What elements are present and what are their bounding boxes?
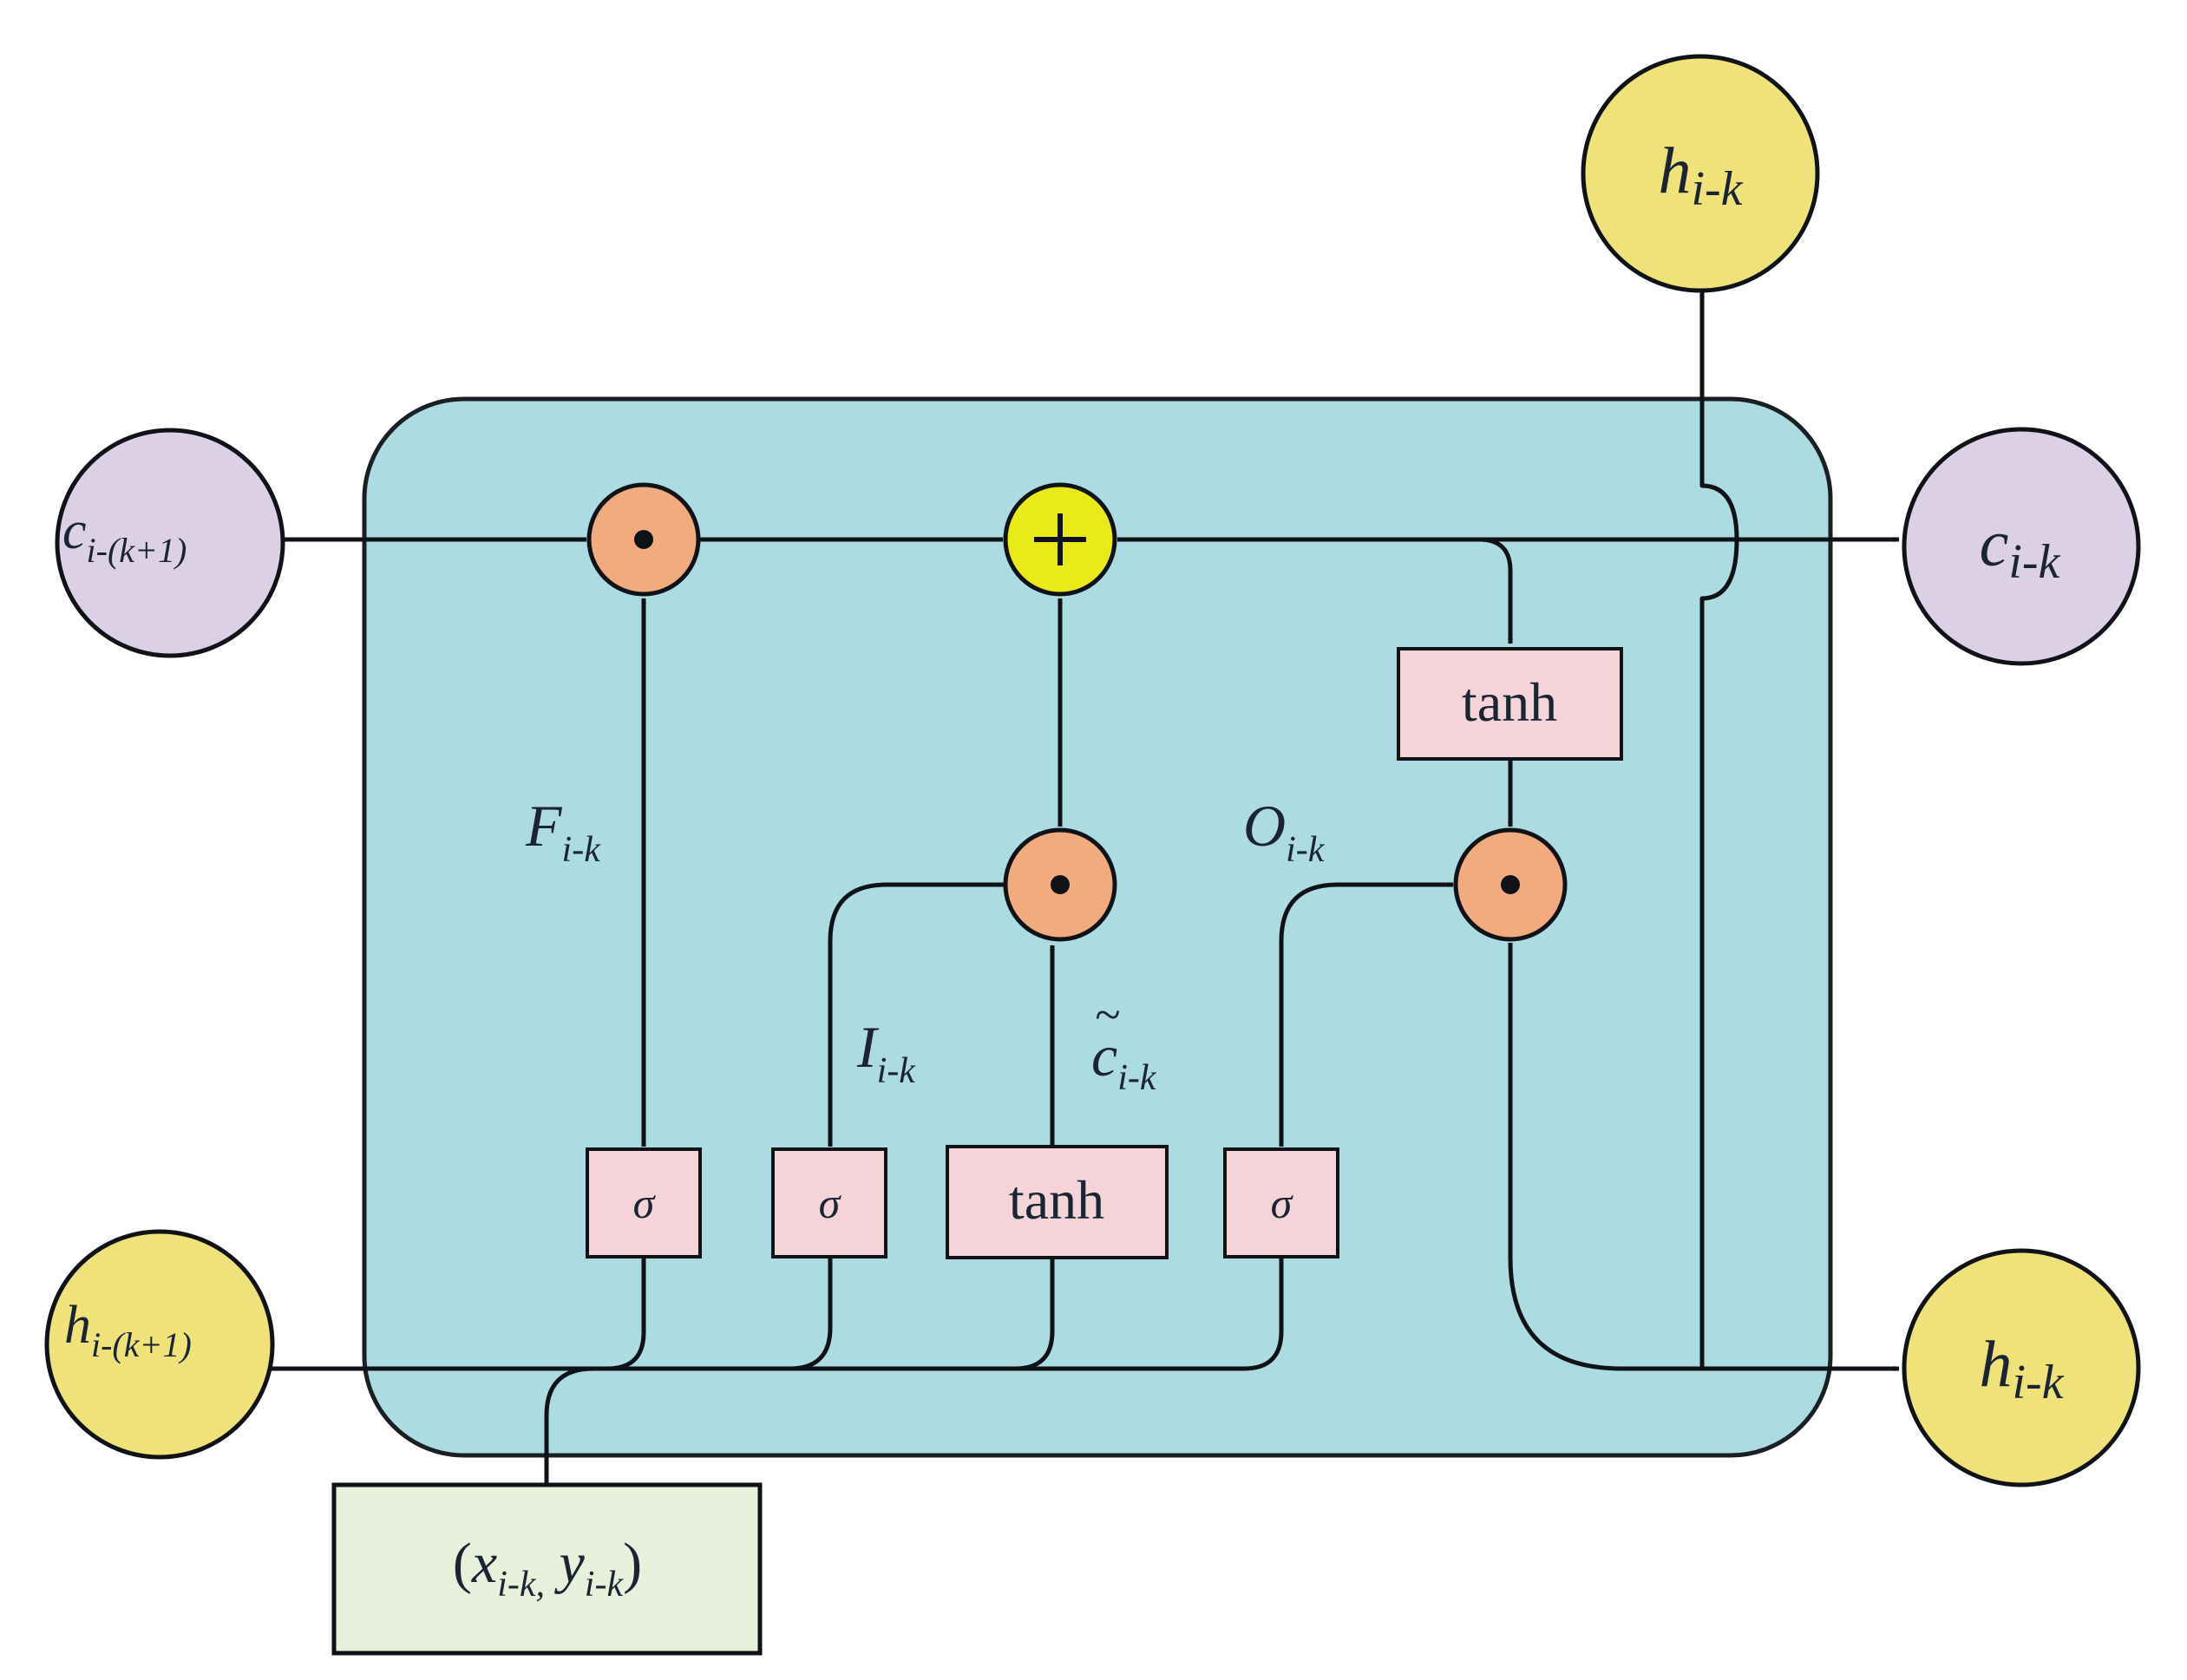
svg-text:ci-k: ci-k bbox=[1091, 1023, 1157, 1098]
svg-text:hi-k: hi-k bbox=[1979, 1328, 2064, 1409]
output-sigma-label: σ bbox=[1271, 1179, 1294, 1227]
input-gate-branch-wire bbox=[789, 1258, 833, 1371]
cell-tanh-label: tanh bbox=[1462, 671, 1557, 733]
prev-hidden-state-node: hi-(k+1) bbox=[44, 1229, 275, 1460]
svg-text:ci-k: ci-k bbox=[1980, 507, 2061, 589]
candidate-label: ~ ci-k bbox=[1091, 989, 1157, 1098]
hidden-state-in-wire bbox=[267, 1258, 1284, 1371]
cell-add-op bbox=[1003, 482, 1117, 597]
hidden-state-out-right-node: hi-k bbox=[1902, 1248, 2141, 1487]
dot-product-icon bbox=[634, 530, 653, 549]
forget-sigma-label: σ bbox=[633, 1179, 657, 1227]
cell-state-out-node: ci-k bbox=[1902, 427, 2141, 666]
output-gate-label: Oi-k bbox=[1243, 793, 1326, 870]
sample-input-box: (xi-k, yi-k) bbox=[331, 1482, 763, 1656]
input-multiply-op bbox=[1003, 827, 1117, 942]
cell-state-to-tanh-wire bbox=[1431, 537, 1513, 644]
output-multiply-op bbox=[1453, 827, 1568, 942]
sample-input-wire bbox=[544, 1258, 646, 1483]
candidate-tilde: ~ bbox=[1095, 989, 1120, 1041]
sample-input-label: (xi-k, yi-k) bbox=[453, 1532, 642, 1605]
svg-text:hi-(k+1): hi-(k+1) bbox=[64, 1296, 192, 1364]
candidate-branch-wire bbox=[1014, 1258, 1055, 1371]
output-gate-wire bbox=[1279, 882, 1454, 1147]
candidate-tanh-gate: tanh bbox=[946, 1145, 1169, 1259]
svg-text:hi-k: hi-k bbox=[1658, 134, 1743, 216]
input-gate-label: Ii-k bbox=[856, 1014, 916, 1091]
cell-tanh-gate: tanh bbox=[1397, 647, 1623, 761]
forget-gate-label: Fi-k bbox=[525, 793, 601, 870]
input-sigma-gate: σ bbox=[771, 1147, 887, 1258]
hidden-out-wire bbox=[1508, 943, 1900, 1371]
prev-cell-state-node: ci-(k+1) bbox=[55, 428, 285, 658]
svg-text:ci-(k+1): ci-(k+1) bbox=[62, 501, 187, 570]
forget-multiply-op bbox=[586, 482, 701, 597]
hidden-state-out-top-node: hi-k bbox=[1581, 54, 1820, 293]
dot-product-icon bbox=[1501, 875, 1520, 894]
candidate-tanh-label: tanh bbox=[1009, 1169, 1104, 1231]
input-sigma-label: σ bbox=[819, 1179, 842, 1227]
input-gate-wire bbox=[828, 882, 1011, 1147]
dot-product-icon bbox=[1051, 875, 1070, 894]
hidden-up-wire bbox=[1699, 291, 1739, 1369]
output-sigma-gate: σ bbox=[1223, 1147, 1339, 1258]
forget-sigma-gate: σ bbox=[586, 1147, 702, 1258]
plus-icon bbox=[1034, 513, 1086, 565]
